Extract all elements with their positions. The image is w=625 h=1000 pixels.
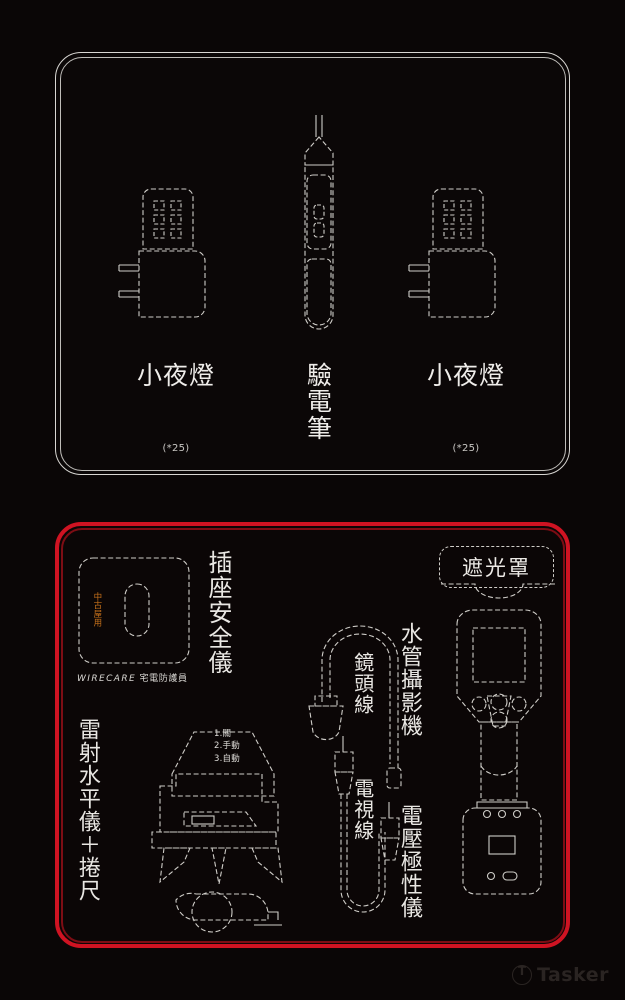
night-light-left-label: 小夜燈 — [136, 361, 215, 390]
voltage-test-pen-label: 驗電筆 — [306, 361, 333, 443]
tv-cable-icon — [297, 726, 407, 936]
socket-tester-badge: 中古屋用 — [91, 592, 102, 627]
voltage-tester-pen-icon — [289, 113, 349, 330]
lens-cable-label: 鏡頭線 — [350, 652, 375, 715]
laser-mode-list: 1.關 2.手動 3.自動 — [214, 728, 240, 765]
voltage-polarity-tester-label: 電壓極性儀 — [396, 804, 422, 919]
pipe-camera-label: 水管攝影機 — [396, 622, 422, 737]
top-panel: 小夜燈 (*25) 驗電筆 — [55, 52, 570, 475]
laser-mode-2: 2.手動 — [214, 741, 240, 752]
tasker-watermark: Tasker — [511, 964, 609, 986]
socket-safety-tester-label: 插座安全儀 — [203, 550, 232, 675]
lens-cable-icon — [297, 594, 407, 934]
socket-tester-brand: WIRECARE 宅電防護員 — [77, 671, 188, 684]
laser-level-icon — [134, 716, 309, 933]
light-hood-label: 遮光罩 — [462, 556, 531, 580]
socket-safety-tester-icon — [77, 556, 192, 666]
light-hood-icon: 遮光罩 — [439, 546, 554, 588]
night-light-right-label: 小夜燈 — [426, 361, 505, 390]
tv-cable-label: 電視線 — [350, 778, 375, 841]
night-light-right-sublabel: (*25) — [452, 443, 480, 454]
light-hood-skirt-icon — [439, 582, 559, 600]
night-light-left-sublabel: (*25) — [162, 443, 190, 454]
laser-mode-3: 3.自動 — [214, 753, 240, 764]
bottom-panel: 中古屋用 WIRECARE 宅電防護員 插座安全儀 1.關 — [55, 522, 570, 948]
laser-mode-1: 1.關 — [214, 729, 232, 739]
brand-suffix: 宅電防護員 — [139, 674, 188, 684]
voltage-polarity-tester-icon — [447, 798, 557, 908]
night-light-plug-icon — [118, 183, 231, 333]
brand-name: WIRECARE — [77, 674, 137, 684]
tasker-logo-icon — [511, 964, 532, 985]
night-light-plug-icon-2 — [408, 183, 521, 333]
laser-level-tape-label: 雷射水平儀＋捲尺 — [74, 718, 100, 902]
pipe-camera-icon — [429, 598, 569, 808]
tasker-wordmark: Tasker — [536, 964, 609, 986]
